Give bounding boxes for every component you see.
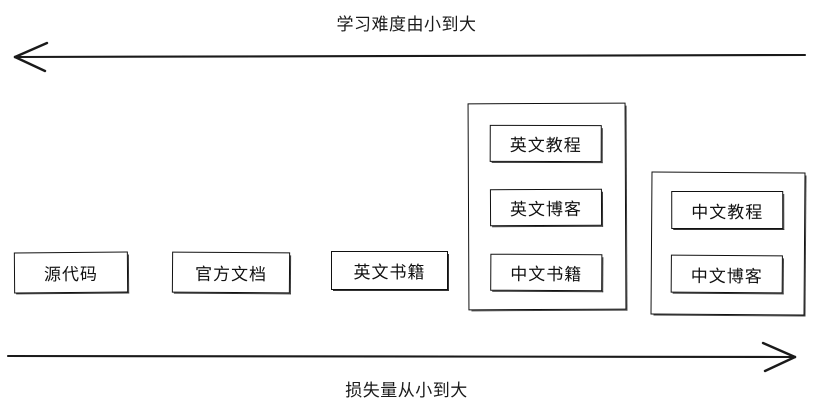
resource-box[interactable]: 中文教程 <box>671 190 784 230</box>
resource-box[interactable]: 英文博客 <box>489 188 603 227</box>
bottom-axis-label: 损失量从小到大 <box>345 381 468 400</box>
top-axis-arrow <box>13 41 807 73</box>
chinese-resources-group[interactable]: 中文教程中文博客 <box>650 171 806 316</box>
english-resources-group[interactable]: 英文教程英文博客中文书籍 <box>467 102 627 311</box>
top-axis-label: 学习难度由小到大 <box>336 15 477 34</box>
bottom-axis-arrow <box>6 341 797 373</box>
resource-box[interactable]: 官方文档 <box>171 251 291 294</box>
resource-box[interactable]: 源代码 <box>13 251 129 294</box>
resource-box[interactable]: 中文书籍 <box>490 253 603 292</box>
resource-box[interactable]: 英文书籍 <box>331 251 449 291</box>
resource-box[interactable]: 英文教程 <box>489 124 602 163</box>
resource-box[interactable]: 中文博客 <box>670 254 783 294</box>
